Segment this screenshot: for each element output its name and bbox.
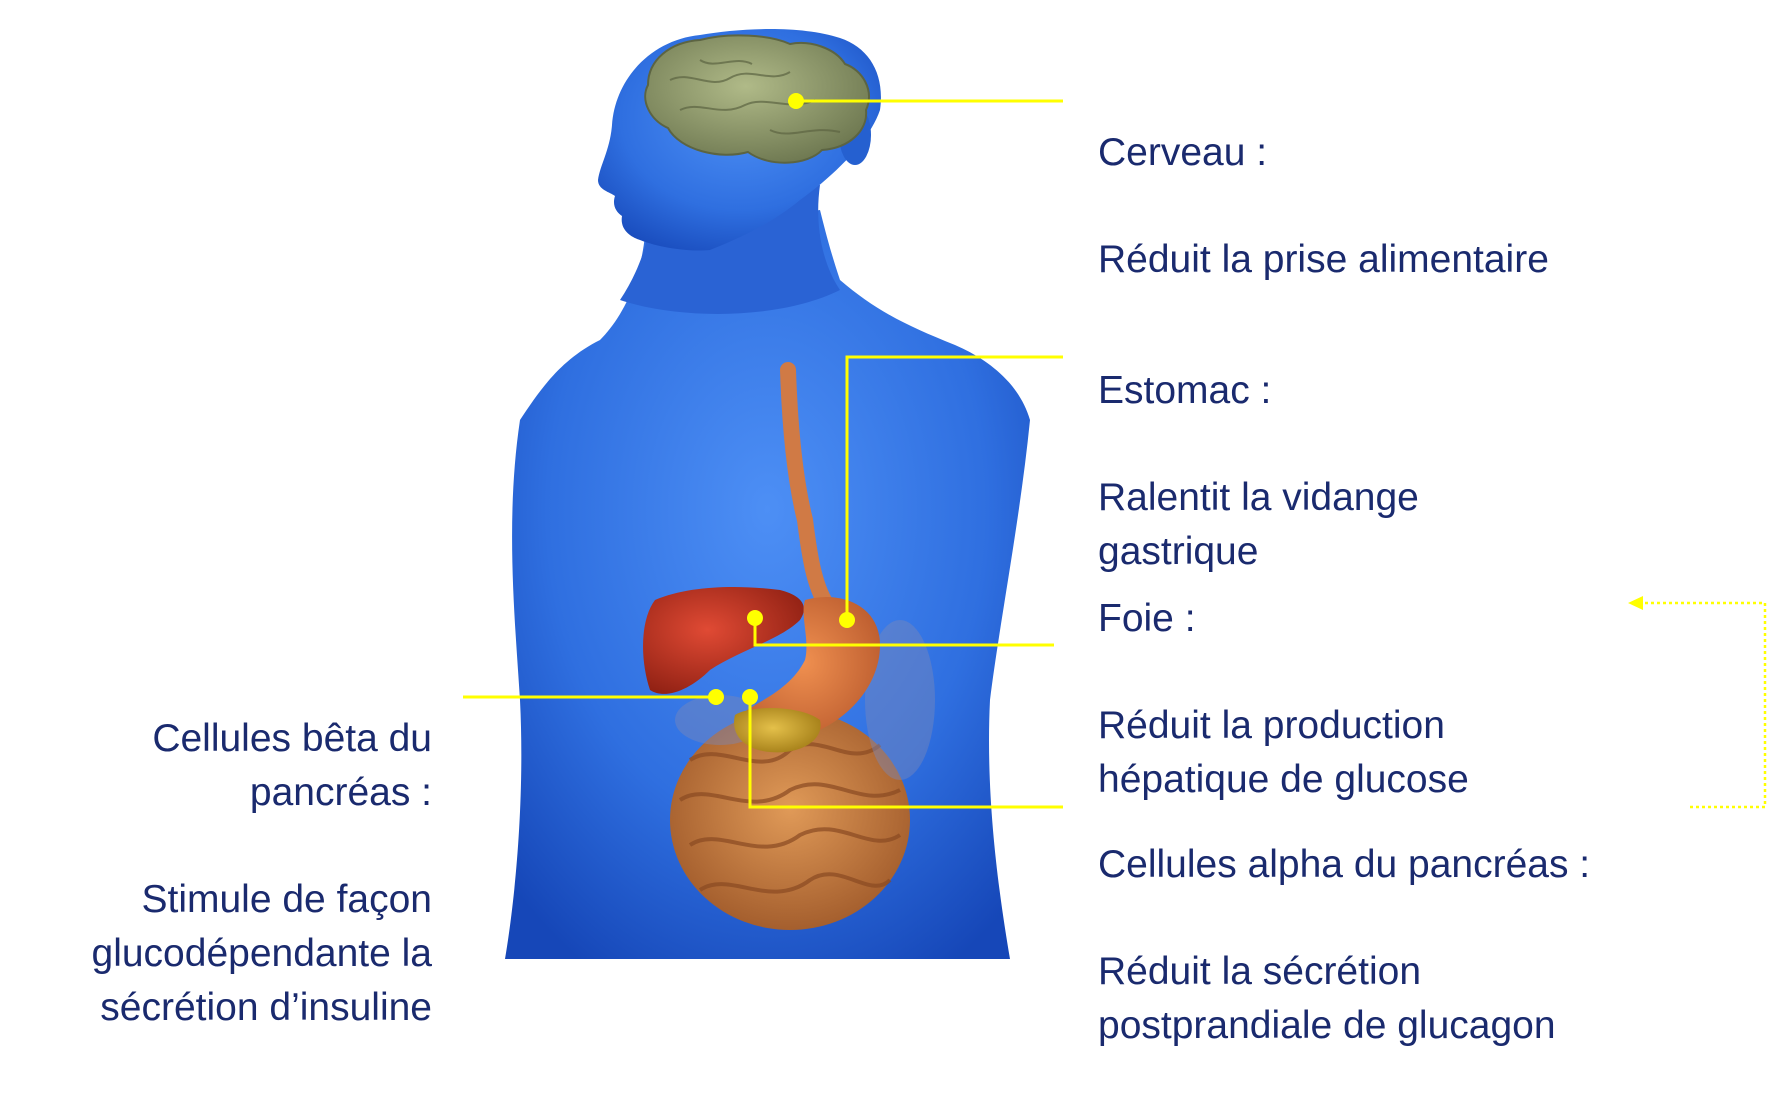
dot-stomach <box>839 612 855 628</box>
label-estomac-title: Estomac : <box>1098 364 1419 418</box>
label-alpha-text: Réduit la sécrétion postprandiale de glu… <box>1098 945 1590 1053</box>
dotted-arrow <box>1640 603 1765 807</box>
label-beta-title: Cellules bêta du pancréas : <box>92 712 432 820</box>
label-cerveau-text: Réduit la prise alimentaire <box>1098 233 1549 287</box>
label-beta-text: Stimule de façon glucodépendante la sécr… <box>92 873 432 1034</box>
label-beta: Cellules bêta du pancréas : Stimule de f… <box>92 658 432 1089</box>
dot-liver <box>747 610 763 626</box>
label-alpha: Cellules alpha du pancréas : Réduit la s… <box>1098 784 1590 1107</box>
dot-brain <box>788 93 804 109</box>
dot-beta <box>708 689 724 705</box>
label-cerveau-title: Cerveau : <box>1098 126 1549 180</box>
dotted-arrow-head-icon <box>1628 596 1643 610</box>
dot-alpha <box>742 689 758 705</box>
label-alpha-title: Cellules alpha du pancréas : <box>1098 838 1590 892</box>
label-foie-title: Foie : <box>1098 592 1469 646</box>
label-cerveau: Cerveau : Réduit la prise alimentaire <box>1098 72 1549 341</box>
